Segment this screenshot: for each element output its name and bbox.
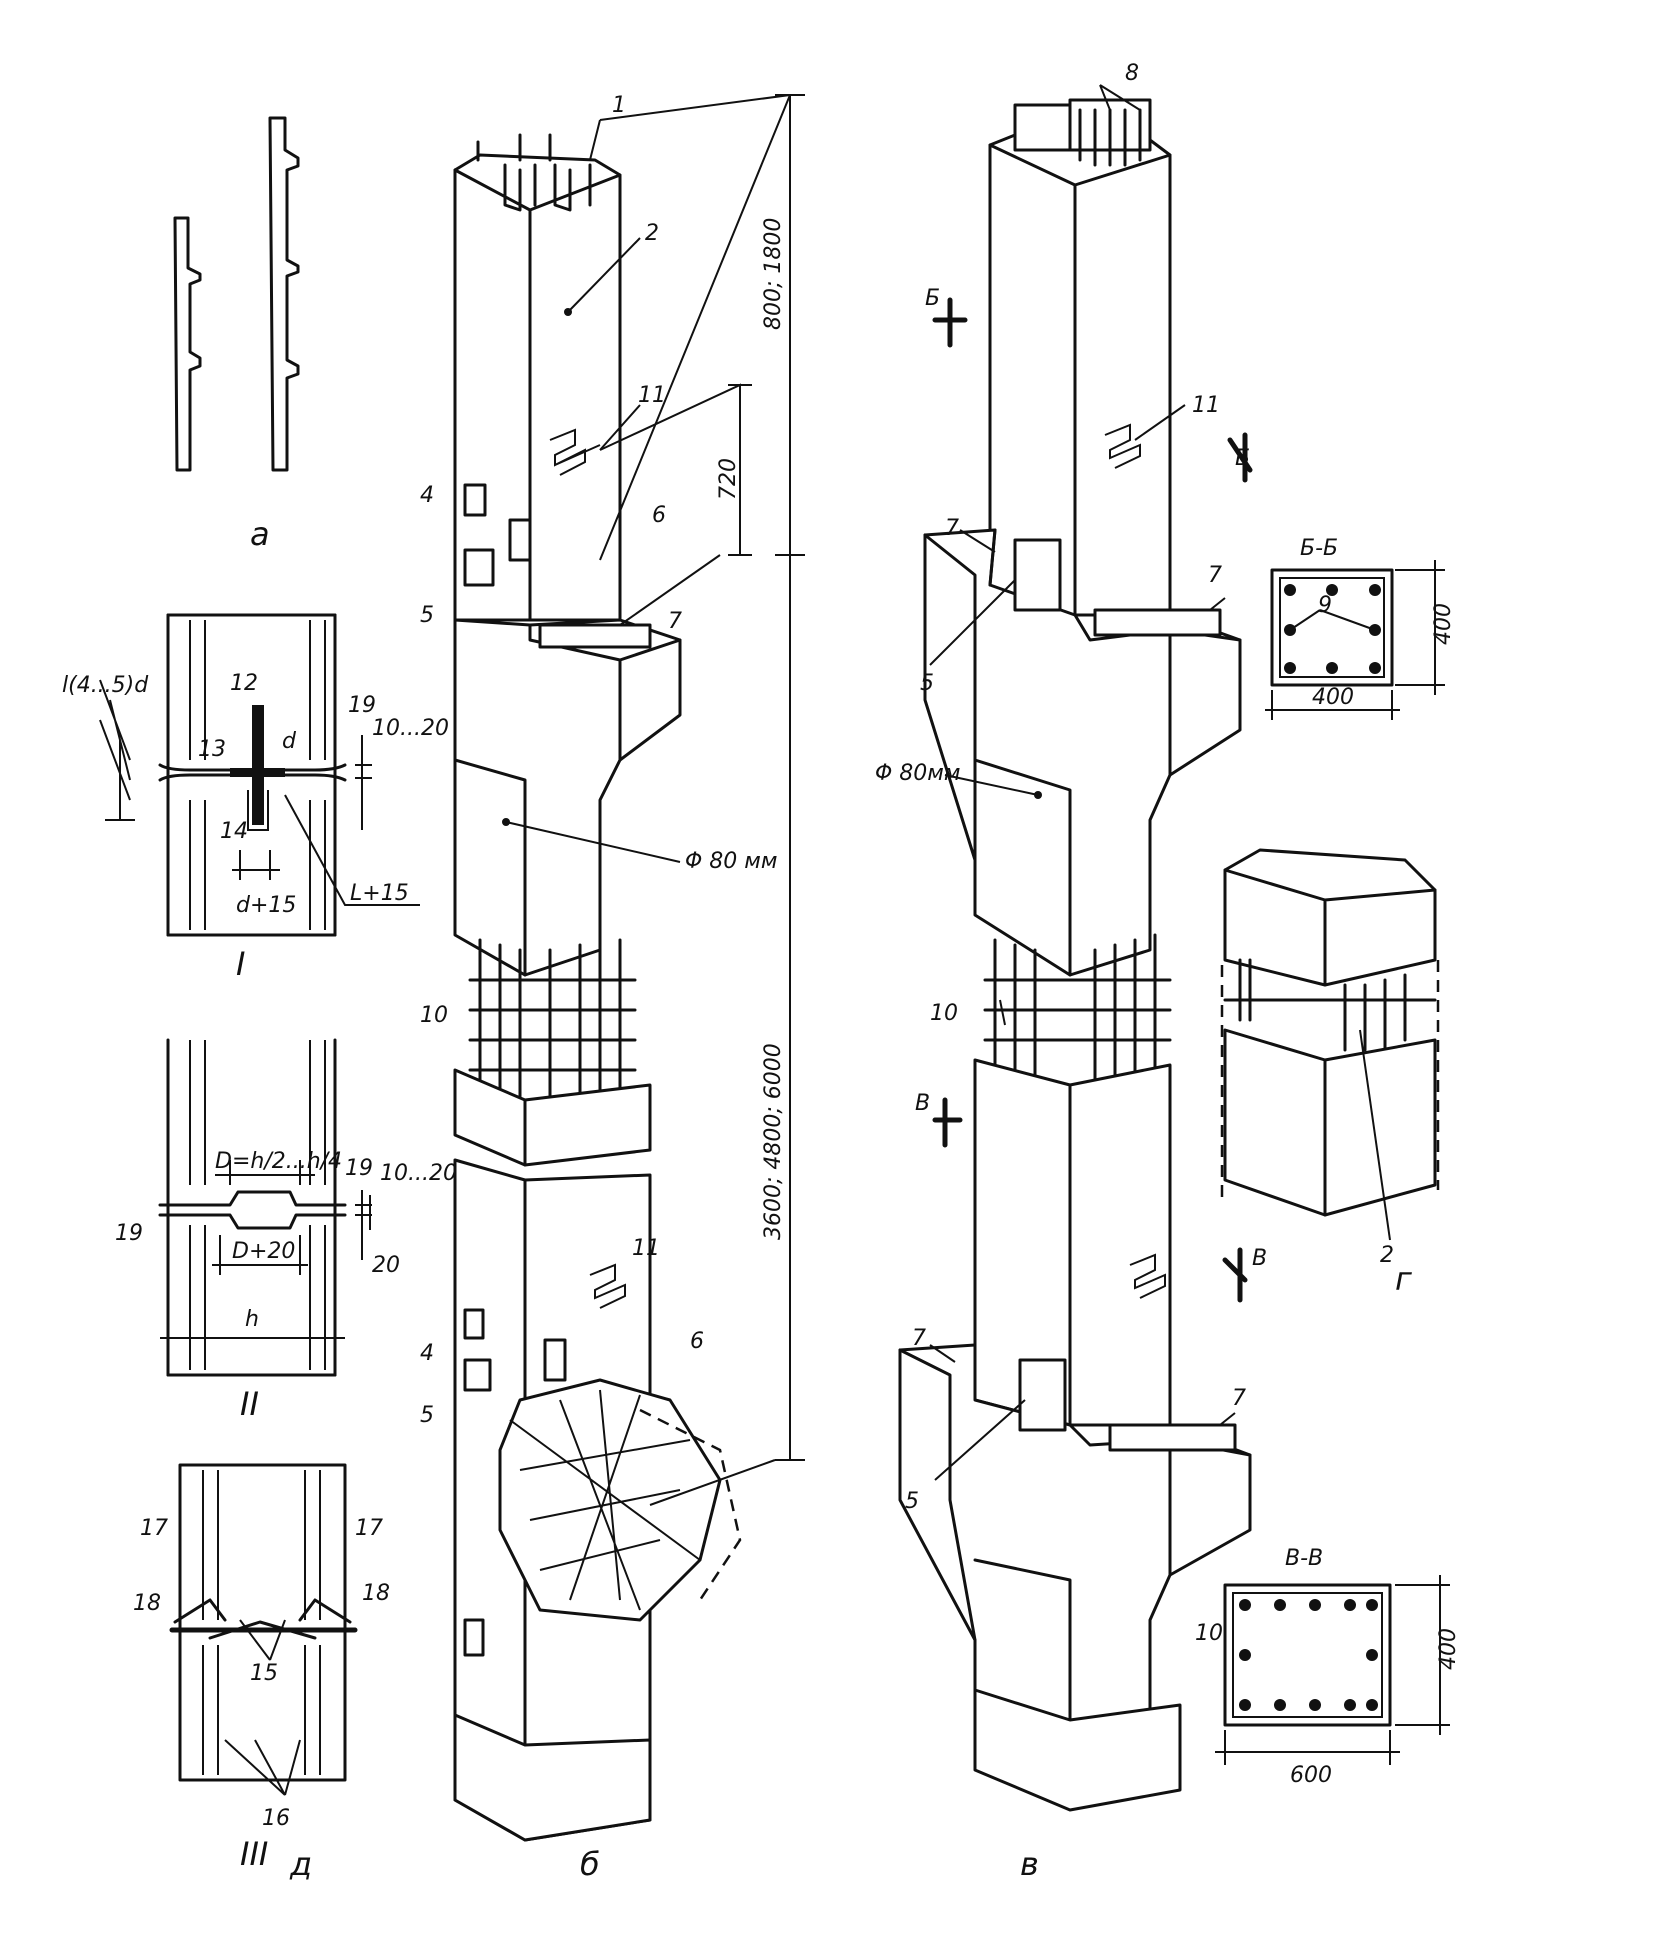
callout-19-I: 19 [348, 693, 376, 718]
dim-d15: d+15 [236, 893, 296, 918]
dim-l15: L+15 [350, 881, 409, 906]
callout-7-v3: 7 [912, 1326, 926, 1351]
callout-6-b: 6 [652, 503, 666, 528]
detail-label-II: II [240, 1385, 259, 1423]
callout-2-g: 2 [1380, 1243, 1394, 1268]
dim-D20: D+20 [232, 1239, 295, 1264]
callout-19-IIa: 19 [115, 1221, 143, 1246]
callout-19-IIb: 19 [345, 1156, 373, 1181]
callout-12: 12 [230, 671, 258, 696]
callout-2-b: 2 [645, 221, 659, 246]
cut-mark-b1: Б [925, 286, 940, 311]
callout-11-b2: 11 [632, 1236, 660, 1261]
dim-20: 20 [372, 1253, 400, 1278]
dim-D: D=h/2...h/4 [215, 1149, 342, 1174]
dim-h: h [245, 1307, 259, 1332]
cut-mark-v1: В [915, 1091, 930, 1116]
callout-17b: 17 [355, 1516, 383, 1541]
callout-10-b: 10 [420, 1003, 448, 1028]
section-title-vv: В-В [1285, 1546, 1323, 1571]
dim-gap: 10...20 [372, 716, 449, 741]
callout-5-b: 5 [420, 603, 434, 628]
callout-11-b: 11 [638, 383, 666, 408]
callout-10-vv: 10 [1195, 1621, 1223, 1646]
section-vv-height: 400 [1436, 1628, 1461, 1670]
dim-top-segment: 800; 1800 [761, 218, 786, 330]
dim-main-segment: 3600; 4800; 6000 [761, 1043, 786, 1240]
section-bb-width: 400 [1312, 685, 1354, 710]
callout-7-v2: 7 [1208, 563, 1222, 588]
callout-1: 1 [612, 93, 626, 118]
panel-label-d: д [289, 1845, 312, 1883]
panel-label-b: б [580, 1845, 600, 1883]
callout-18a: 18 [133, 1591, 161, 1616]
panel-label-g: г [1395, 1260, 1412, 1298]
cut-mark-b2: Б [1235, 446, 1250, 471]
dim-lap: l(4...5)d [62, 673, 149, 698]
detail-I: 12 13 d 14 19 10...20 l(4...5)d d+15 L+1… [62, 613, 449, 937]
callout-10-v: 10 [930, 1001, 958, 1026]
callout-7-b: 7 [668, 609, 682, 634]
callout-13: 13 [198, 737, 226, 762]
dim-spacing: 720 [716, 458, 741, 500]
callout-4-b: 4 [420, 483, 434, 508]
callout-17a: 17 [140, 1516, 168, 1541]
callout-4-b2: 4 [420, 1341, 434, 1366]
joint-view-g [1220, 848, 1440, 1241]
column-b [453, 94, 805, 1842]
callout-7-v4: 7 [1232, 1386, 1246, 1411]
hole-label-v: Φ 80мм [875, 761, 961, 786]
callout-5-v: 5 [920, 671, 934, 696]
callout-8: 8 [1125, 61, 1139, 86]
detail-label-I: I [236, 945, 245, 983]
hole-label-b: Φ 80 мм [685, 849, 778, 874]
detail-label-III: III [240, 1835, 268, 1873]
panel-a-bars [173, 116, 300, 472]
panel-label-v: в [1020, 1845, 1039, 1883]
section-bb [1265, 560, 1445, 720]
detail-II: D=h/2...h/4 D+20 h 19 19 20 10...20 [115, 1038, 457, 1377]
detail-III: 17 17 18 18 15 16 [133, 1463, 390, 1831]
callout-14: 14 [220, 819, 248, 844]
callout-16: 16 [262, 1806, 290, 1831]
callout-18b: 18 [362, 1581, 390, 1606]
dim-d: d [282, 729, 297, 754]
callout-15: 15 [250, 1661, 278, 1686]
section-vv-width: 600 [1290, 1763, 1332, 1788]
section-vv [1215, 1575, 1450, 1765]
section-bb-height: 400 [1431, 603, 1456, 645]
callout-11-v: 11 [1192, 393, 1220, 418]
callout-7-v1: 7 [945, 516, 959, 541]
callout-6-b2: 6 [690, 1329, 704, 1354]
cut-mark-v2: В [1252, 1246, 1267, 1271]
panel-label-a: а [250, 515, 270, 553]
column-v [898, 84, 1253, 1812]
dim-1020: 10...20 [380, 1161, 457, 1186]
callout-5-v2: 5 [905, 1489, 919, 1514]
callout-9: 9 [1318, 593, 1332, 618]
callout-5-b2: 5 [420, 1403, 434, 1428]
section-title-bb: Б-Б [1300, 536, 1338, 561]
